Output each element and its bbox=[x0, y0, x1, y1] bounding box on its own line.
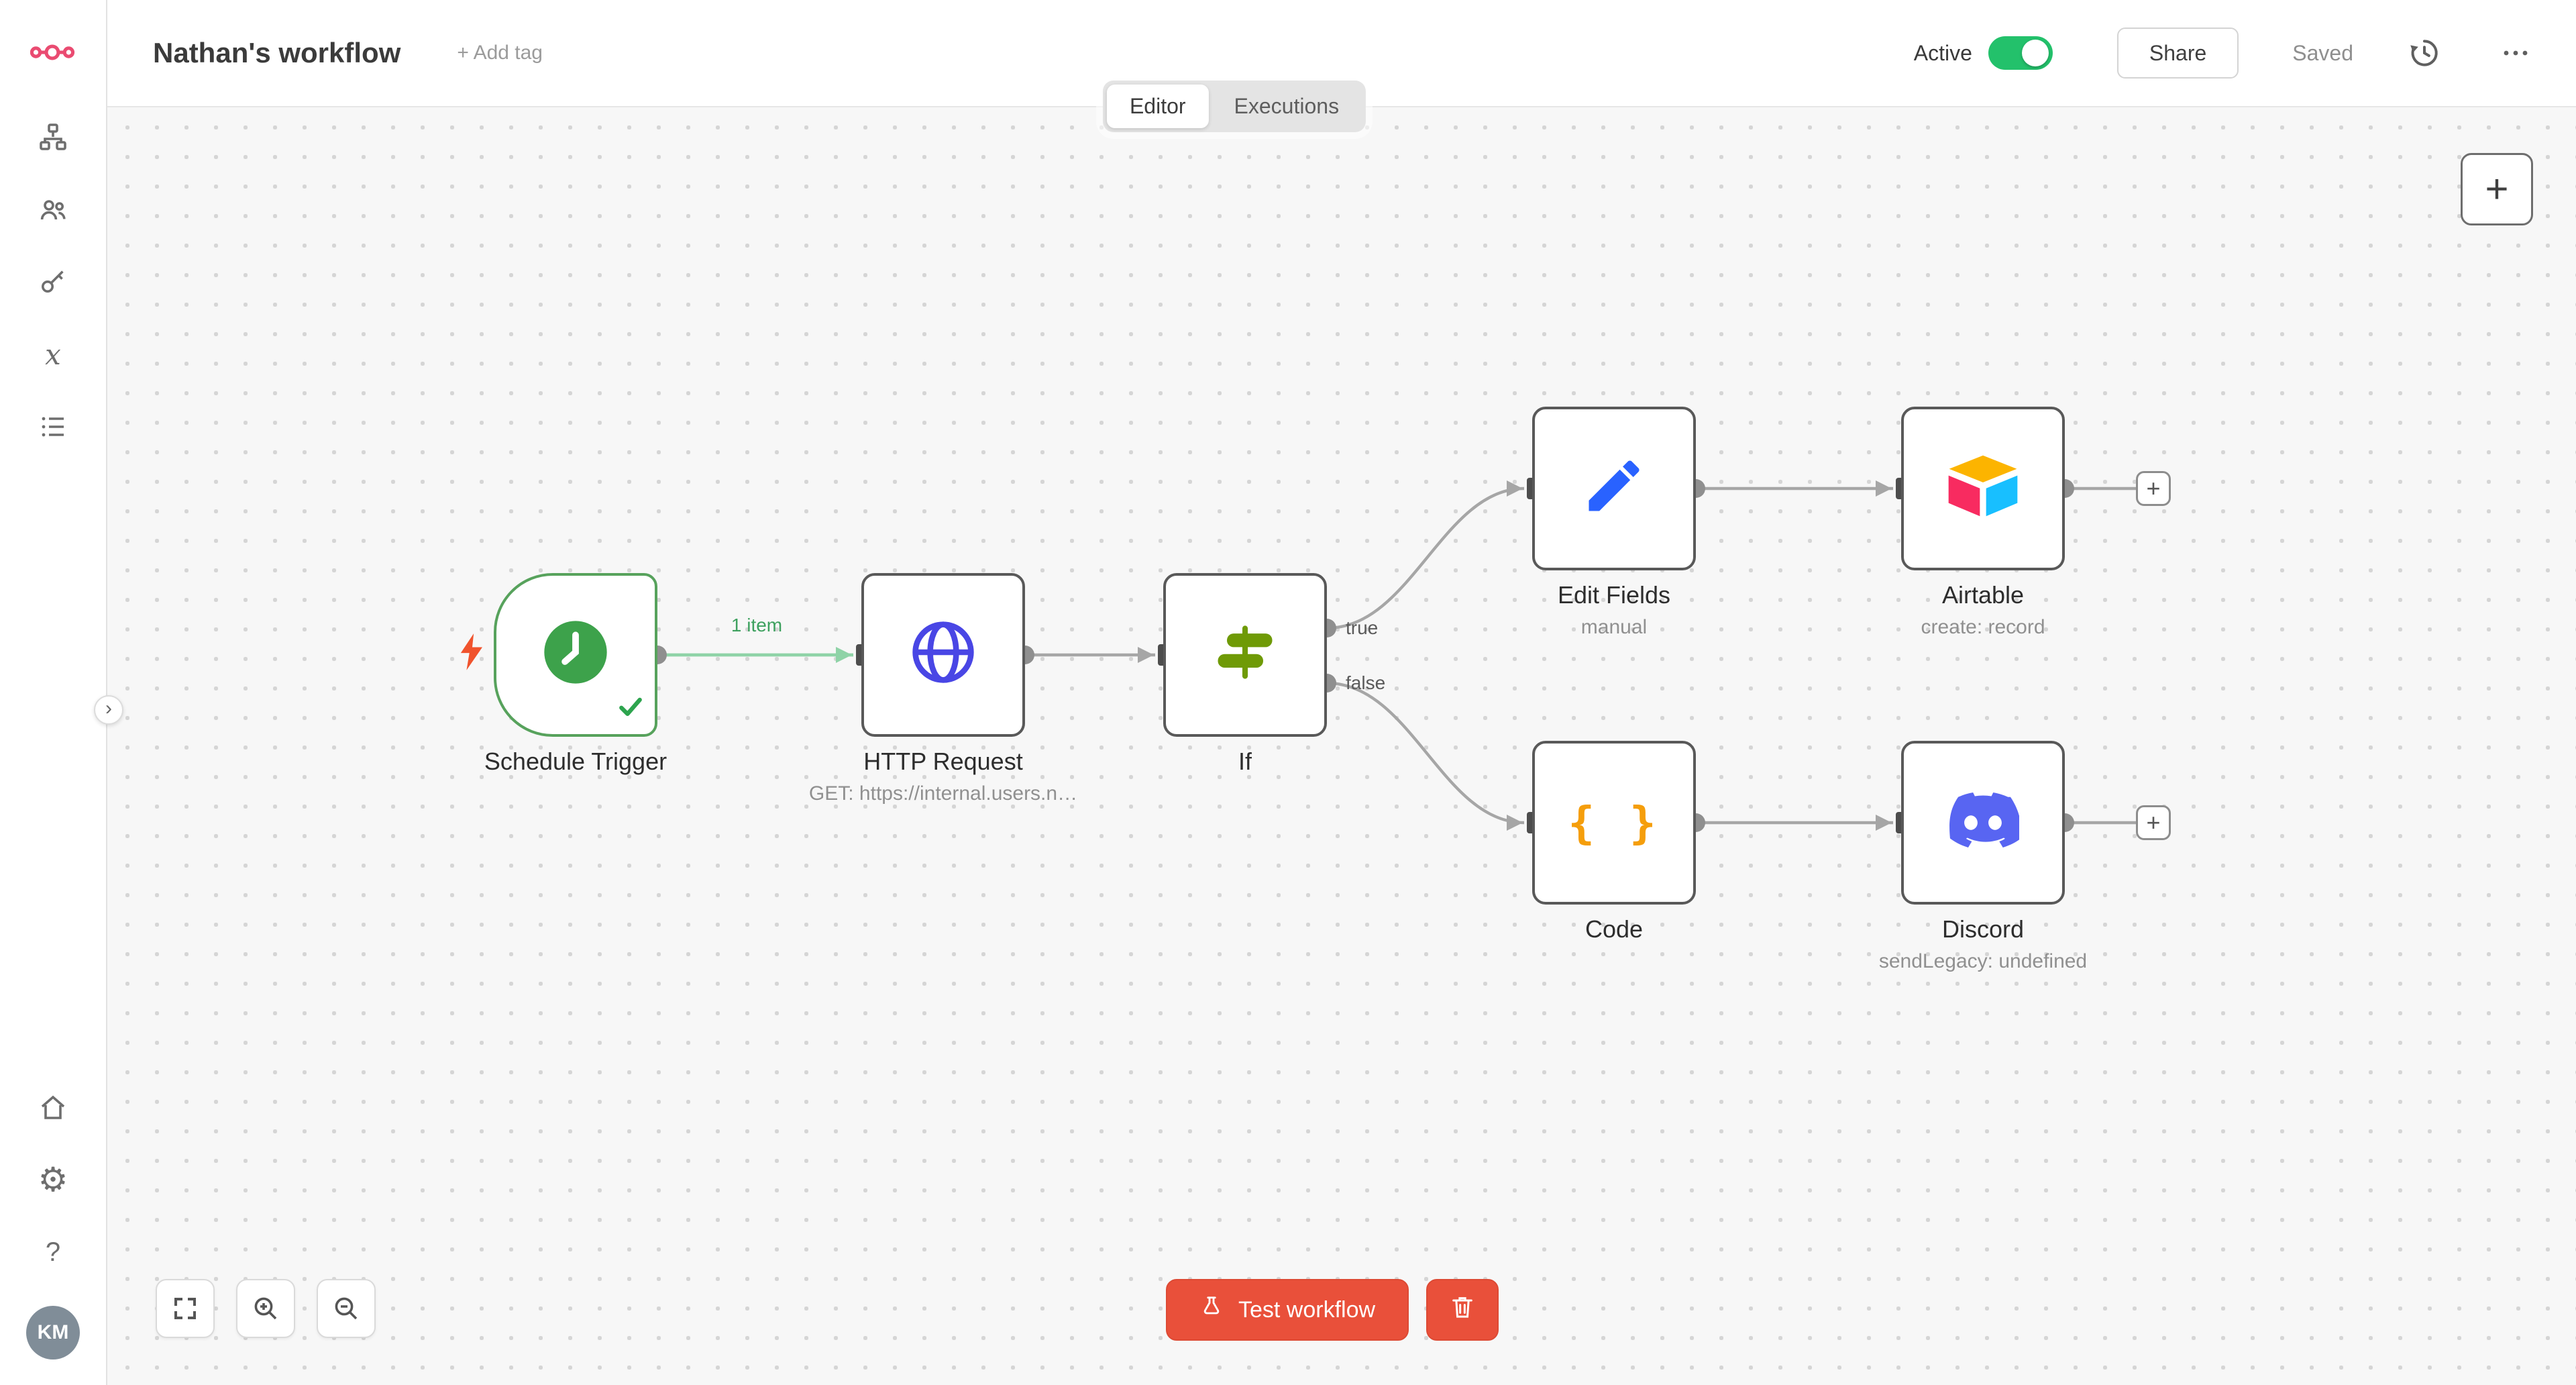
add-node-after-discord-button[interactable]: + bbox=[2136, 805, 2171, 840]
code-braces-icon: { } bbox=[1568, 797, 1660, 849]
active-label: Active bbox=[1913, 40, 1972, 65]
editor-executions-tabs: Editor Executions bbox=[1102, 81, 1366, 132]
node-if[interactable]: If bbox=[1163, 573, 1327, 775]
trash-icon bbox=[1449, 1294, 1476, 1326]
node-title: Schedule Trigger bbox=[484, 748, 667, 775]
executions-list-icon[interactable] bbox=[23, 397, 83, 456]
node-caption: Discord sendLegacy: undefined bbox=[1879, 915, 2087, 973]
users-icon[interactable] bbox=[23, 180, 83, 239]
node-discord[interactable]: Discord sendLegacy: undefined bbox=[1879, 741, 2087, 972]
plus-icon: + bbox=[2146, 474, 2161, 502]
workflow-canvas[interactable]: 1 item true false Schedule Trigger bbox=[107, 107, 2576, 1385]
globe-icon bbox=[907, 616, 979, 694]
if-true-label: true bbox=[1346, 617, 1379, 638]
edge-arrow bbox=[1876, 815, 1892, 831]
node-airtable[interactable]: Airtable create: record bbox=[1901, 407, 2065, 638]
test-workflow-label: Test workflow bbox=[1238, 1296, 1376, 1323]
edge-arrow bbox=[1507, 480, 1523, 497]
node-subtitle: manual bbox=[1580, 616, 1648, 638]
trigger-bolt-icon bbox=[455, 632, 490, 678]
tab-executions[interactable]: Executions bbox=[1234, 94, 1340, 118]
more-options-icon[interactable] bbox=[2496, 33, 2536, 73]
sidebar-nav: x bbox=[23, 107, 83, 456]
zoom-in-button[interactable] bbox=[236, 1279, 295, 1338]
workflows-icon[interactable] bbox=[23, 107, 83, 166]
success-check-icon bbox=[616, 691, 645, 726]
history-icon[interactable] bbox=[2404, 33, 2445, 73]
edge-arrow bbox=[1138, 647, 1154, 663]
node-title: If bbox=[1238, 748, 1252, 775]
saved-status: Saved bbox=[2292, 40, 2353, 65]
node-caption: HTTP Request GET: https://internal.users… bbox=[809, 748, 1077, 805]
node-title: Airtable bbox=[1941, 581, 2025, 609]
plus-icon: + bbox=[2146, 809, 2161, 836]
edge-arrow bbox=[836, 647, 852, 663]
variables-icon[interactable]: x bbox=[45, 338, 61, 371]
credentials-key-icon[interactable] bbox=[23, 252, 83, 311]
sidebar-bottom: ⚙ ? KM bbox=[23, 1078, 83, 1360]
node-subtitle: create: record bbox=[1921, 616, 2045, 638]
schedule-clock-icon bbox=[538, 615, 613, 695]
chevron-right-icon: › bbox=[105, 697, 112, 719]
add-tag-button[interactable]: + Add tag bbox=[457, 42, 543, 64]
node-code[interactable]: { } Code bbox=[1532, 741, 1696, 943]
n8n-logo-icon[interactable] bbox=[30, 35, 76, 70]
if-false-label: false bbox=[1346, 672, 1386, 693]
node-http-request[interactable]: HTTP Request GET: https://internal.users… bbox=[809, 573, 1077, 805]
flask-icon bbox=[1199, 1295, 1224, 1325]
node-caption: Airtable create: record bbox=[1921, 581, 2045, 639]
toggle-knob bbox=[2021, 40, 2049, 66]
node-caption: Edit Fields manual bbox=[1558, 581, 1670, 639]
settings-gear-icon[interactable]: ⚙ bbox=[38, 1161, 68, 1198]
node-title: Discord bbox=[1941, 915, 2025, 943]
connections-layer bbox=[648, 478, 2136, 833]
user-avatar[interactable]: KM bbox=[26, 1306, 80, 1360]
node-caption: Schedule Trigger bbox=[484, 748, 667, 776]
help-icon[interactable]: ? bbox=[45, 1237, 61, 1267]
node-title: Edit Fields bbox=[1557, 581, 1671, 609]
node-caption: If bbox=[1238, 748, 1252, 776]
airtable-icon bbox=[1945, 453, 2021, 524]
plus-icon: + bbox=[2485, 166, 2509, 211]
edge-item-count-label: 1 item bbox=[731, 615, 783, 635]
node-title: HTTP Request bbox=[863, 748, 1023, 775]
add-node-button[interactable]: + bbox=[2461, 153, 2533, 225]
workflow-title[interactable]: Nathan's workflow bbox=[153, 37, 401, 68]
node-edit-fields[interactable]: Edit Fields manual bbox=[1532, 407, 1696, 638]
run-bar: Test workflow bbox=[1166, 1279, 1499, 1341]
node-subtitle: GET: https://internal.users.n… bbox=[808, 782, 1078, 805]
fit-view-button[interactable] bbox=[156, 1279, 215, 1338]
delete-workflow-button[interactable] bbox=[1426, 1279, 1499, 1341]
zoom-out-button[interactable] bbox=[317, 1279, 376, 1338]
home-icon[interactable] bbox=[23, 1078, 83, 1137]
if-signpost-icon bbox=[1209, 616, 1281, 694]
node-schedule-trigger[interactable]: Schedule Trigger bbox=[460, 573, 667, 775]
sidebar-expand-chevron[interactable]: › bbox=[94, 695, 123, 725]
active-toggle[interactable] bbox=[1988, 36, 2053, 70]
edge-arrow bbox=[1507, 815, 1523, 831]
tab-editor[interactable]: Editor bbox=[1106, 85, 1209, 128]
sidebar: x ⚙ ? KM bbox=[0, 0, 107, 1385]
edge-arrow bbox=[1876, 480, 1892, 497]
header-controls: Active Share Saved bbox=[1914, 28, 2536, 79]
share-button[interactable]: Share bbox=[2116, 28, 2239, 79]
edge-if-true-edit[interactable] bbox=[1326, 486, 1525, 630]
discord-icon bbox=[1947, 784, 2022, 862]
test-workflow-button[interactable]: Test workflow bbox=[1166, 1279, 1409, 1341]
add-node-after-airtable-button[interactable]: + bbox=[2136, 471, 2171, 506]
node-caption: Code bbox=[1585, 915, 1643, 943]
pencil-icon bbox=[1580, 452, 1648, 525]
node-subtitle: sendLegacy: undefined bbox=[1878, 950, 2088, 972]
edge-if-false-code[interactable] bbox=[1326, 681, 1525, 825]
canvas-controls bbox=[156, 1279, 376, 1338]
node-title: Code bbox=[1585, 915, 1644, 943]
